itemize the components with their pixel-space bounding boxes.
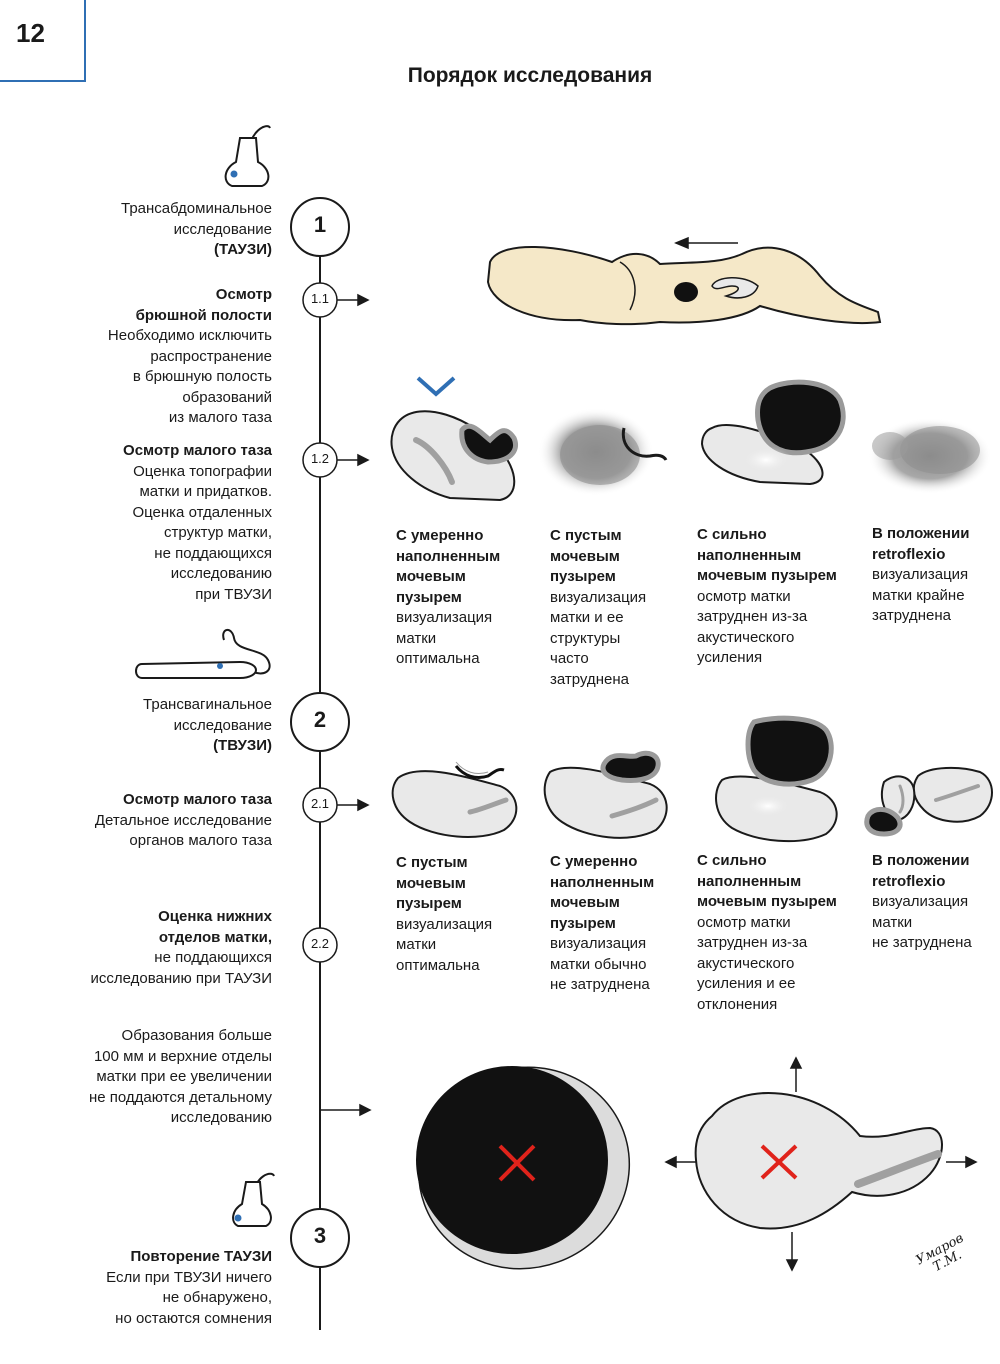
- row1-img-empty-bladder: [538, 408, 668, 496]
- page-number-box: [0, 0, 86, 82]
- expansion-arrows: [664, 1056, 978, 1272]
- step-2-1-number: 2.1: [310, 796, 330, 811]
- step-1-text: Трансабдоминальное исследование (ТАУЗИ): [121, 200, 272, 258]
- step-2-text: Трансвагинальное исследование (ТВУЗИ): [143, 696, 272, 754]
- transvaginal-probe-icon: [135, 629, 271, 679]
- limit-text: Образования больше 100 мм и верхние отде…: [88, 1027, 272, 1126]
- arrow-limit: [320, 1103, 372, 1117]
- arrow-1-2: [337, 453, 370, 467]
- page-number: 12: [16, 18, 45, 48]
- row1-img-retroflexio: [868, 418, 992, 494]
- row2-img-empty-bladder: [391, 761, 518, 838]
- row1-img-full-bladder: [700, 379, 846, 486]
- step-1-circle: [290, 197, 350, 257]
- movement-arrow: [674, 236, 738, 250]
- row2-img-full-bladder: [715, 715, 838, 843]
- step-1-1-text: Осмотр брюшной полости Необходимо исключ…: [107, 286, 272, 426]
- patient-body-illustration: [486, 246, 882, 326]
- red-cross-icon: [498, 1144, 536, 1182]
- step-1-1-number: 1.1: [310, 291, 330, 306]
- transabdominal-probe-icon-2: [232, 1172, 275, 1227]
- step-2-1-text: Осмотр малого таза Детальное исследовани…: [94, 791, 272, 849]
- page-title: Порядок исследования: [407, 64, 653, 87]
- optimal-chevron-icon: [416, 376, 456, 397]
- step-1-number: 1: [313, 212, 327, 237]
- step-1-2-text: Осмотр малого таза Оценка топографии мат…: [123, 442, 272, 603]
- step-2-number: 2: [313, 707, 327, 732]
- arrow-1-1: [337, 293, 370, 307]
- step-3-circle: [290, 1208, 350, 1268]
- step-2-2-number: 2.2: [310, 936, 330, 951]
- step-2-2-circle: [302, 927, 338, 963]
- red-cross-icon: [760, 1144, 798, 1180]
- row1-img-moderate-bladder: [390, 410, 518, 502]
- step-1-2-number: 1.2: [310, 451, 330, 466]
- step-3-text: Повторение ТАУЗИ Если при ТВУЗИ ничего н…: [106, 1248, 272, 1327]
- transabdominal-probe-icon: [224, 125, 271, 187]
- step-2-circle: [290, 692, 350, 752]
- large-mass-illustration: [416, 1066, 631, 1270]
- row2-img-retroflexio: [864, 766, 993, 837]
- arrow-2-1: [337, 798, 370, 812]
- step-3-number: 3: [313, 1223, 327, 1248]
- step-2-2-text: Оценка нижних отделов матки, не поддающи…: [90, 908, 272, 987]
- row2-img-moderate-bladder: [543, 750, 668, 839]
- enlarged-uterus-illustration: [664, 1056, 978, 1272]
